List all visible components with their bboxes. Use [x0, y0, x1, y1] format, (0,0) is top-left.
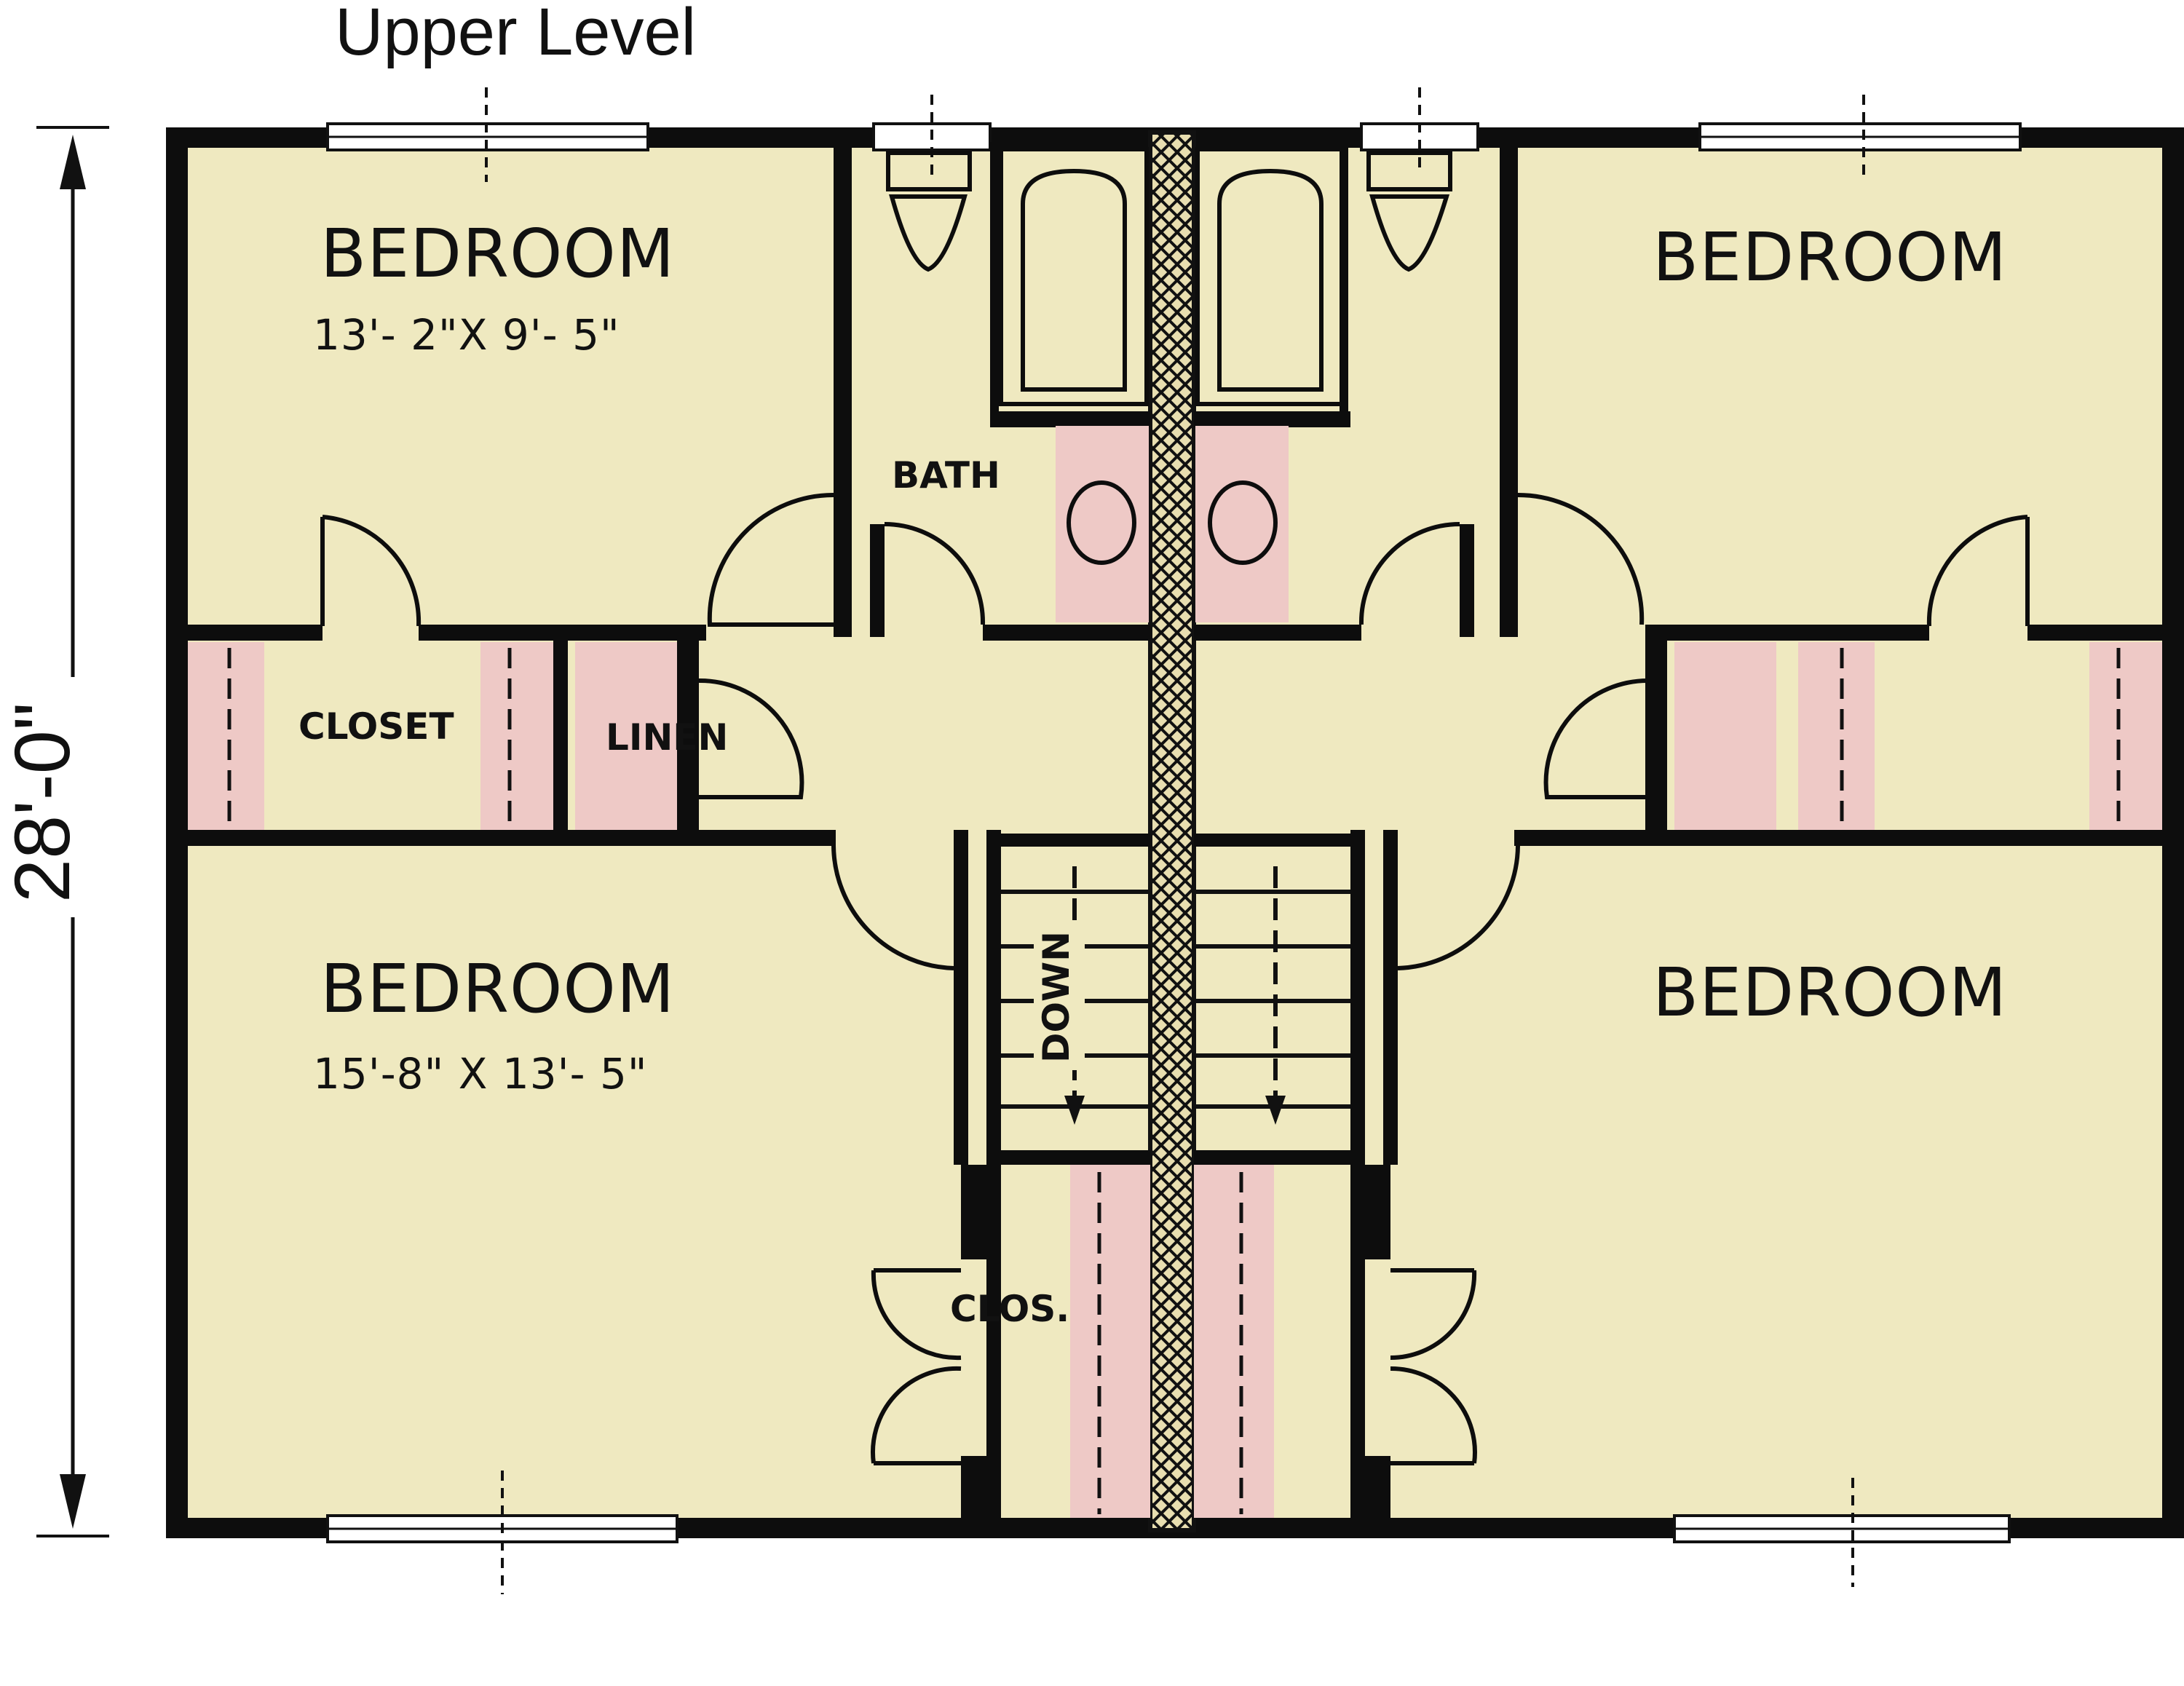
door-swing-icon [831, 845, 954, 970]
window-icon [872, 95, 992, 175]
overall-dimension-label: 28'-0" [0, 702, 86, 903]
door-swing-icon [1390, 1366, 1477, 1465]
toilet-icon [1366, 151, 1452, 272]
stair-arrow-icon [1265, 866, 1286, 1125]
bathtub-icon [1195, 147, 1345, 406]
window-icon [326, 1471, 678, 1594]
sink-icon [1195, 426, 1289, 622]
clos-label: CLOS. [950, 1288, 1069, 1330]
closet-shelving [188, 642, 2162, 1518]
bedroom-top-right-label: BEDROOM [1653, 218, 2007, 296]
door-swing-icon [884, 522, 986, 625]
bath-label: BATH [892, 454, 1000, 496]
windows [326, 87, 2022, 1594]
dimension-line: 28'-0" [0, 126, 109, 1537]
bathtub-icon [999, 147, 1149, 406]
party-wall [1148, 130, 1196, 1532]
door-swing-icon [1390, 1268, 1477, 1361]
toilet-icon [886, 151, 972, 272]
window-icon [1360, 87, 1479, 175]
bedroom-bottom-left-label: BEDROOM [320, 950, 675, 1028]
door-swing-icon [1517, 492, 1645, 625]
doors[interactable] [320, 492, 2030, 1465]
window-icon [1698, 95, 2022, 182]
door-swing-icon [320, 515, 422, 627]
bedroom-bottom-right-label: BEDROOM [1653, 954, 2007, 1032]
door-swing-icon [1926, 515, 2030, 627]
door-swing-icon [871, 1366, 962, 1465]
door-swing-icon [871, 1268, 962, 1361]
door-swing-icon [1543, 678, 1650, 799]
stairs: DOWN [1001, 866, 1350, 1125]
bedroom-top-left-size: 13'- 2"X 9'- 5" [313, 310, 620, 360]
dimension-arrow-icon [60, 135, 86, 189]
closet-label: CLOSET [298, 705, 454, 748]
window-icon [1673, 1478, 2011, 1587]
stairs-label: DOWN [1035, 931, 1077, 1063]
door-swing-icon [707, 492, 834, 627]
dimension-arrow-icon [60, 1474, 86, 1529]
bedroom-bottom-left-size: 15'-8" X 13'- 5" [313, 1049, 648, 1099]
door-swing-icon [1397, 845, 1520, 970]
door-swing-icon [698, 678, 804, 799]
linen-label: LINEN [606, 716, 728, 759]
sink-icon [1056, 426, 1149, 622]
bedroom-top-left-label: BEDROOM [320, 215, 675, 293]
bath-fixtures [886, 147, 1452, 622]
door-swing-icon [1358, 522, 1460, 625]
window-icon [326, 87, 649, 182]
plan-title: Upper Level [335, 0, 696, 69]
